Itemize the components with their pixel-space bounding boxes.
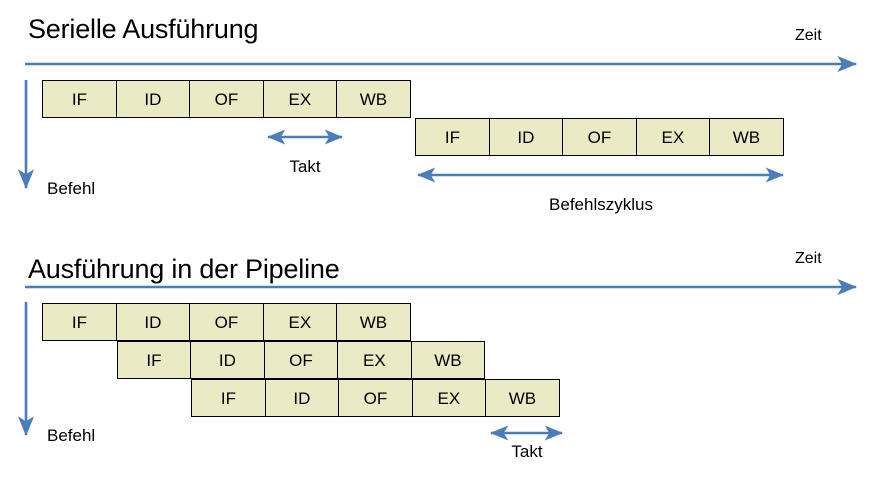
stage-box: IF bbox=[42, 303, 117, 341]
stage-box: WB bbox=[336, 303, 411, 341]
stage-box: EX bbox=[635, 118, 711, 156]
stage-box: ID bbox=[115, 80, 191, 118]
stage-box: IF bbox=[191, 379, 266, 417]
section-title-pipeline: Ausführung in der Pipeline bbox=[28, 254, 340, 284]
stage-box: OF bbox=[338, 379, 413, 417]
stage-box: ID bbox=[115, 303, 191, 341]
stage-box: WB bbox=[709, 118, 784, 156]
instruction-axis-label-pipeline: Befehl bbox=[47, 426, 96, 445]
stage-row-serial-1: IF ID OF EX WB bbox=[42, 80, 411, 118]
stage-box: IF bbox=[116, 341, 192, 379]
section-title-serial: Serielle Ausführung bbox=[28, 14, 259, 44]
stage-box: ID bbox=[264, 379, 340, 417]
stage-box: OF bbox=[562, 118, 637, 156]
stage-row-pipeline-3: IF ID OF EX WB bbox=[191, 379, 560, 417]
stage-box: EX bbox=[337, 341, 412, 379]
stage-box: IF bbox=[415, 118, 490, 156]
stage-row-serial-2: IF ID OF EX WB bbox=[415, 118, 784, 156]
stage-box: WB bbox=[485, 379, 560, 417]
section-serielle-ausfuehrung: Serielle Ausführung Zeit Befehl bbox=[0, 0, 887, 240]
stage-box: WB bbox=[336, 80, 411, 118]
stage-box: OF bbox=[263, 341, 339, 379]
stage-box: ID bbox=[488, 118, 564, 156]
clock-measure-label-serial: Takt bbox=[289, 157, 321, 176]
stage-box: EX bbox=[411, 379, 487, 417]
stage-box: OF bbox=[189, 303, 264, 341]
stage-box: EX bbox=[262, 80, 338, 118]
stage-box: WB bbox=[410, 341, 486, 379]
stage-box: EX bbox=[262, 303, 338, 341]
stage-row-pipeline-2: IF ID OF EX WB bbox=[116, 341, 486, 379]
time-axis-label-serial: Zeit bbox=[795, 27, 822, 44]
instruction-cycle-measure-label-serial: Befehlszyklus bbox=[549, 195, 653, 214]
time-axis-label-pipeline: Zeit bbox=[795, 250, 822, 267]
instruction-axis-label-serial: Befehl bbox=[47, 179, 96, 198]
stage-row-pipeline-1: IF ID OF EX WB bbox=[42, 303, 411, 341]
section-ausfuehrung-in-der-pipeline: Ausführung in der Pipeline Zeit Befehl bbox=[0, 240, 887, 483]
stage-box: IF bbox=[42, 80, 117, 118]
stage-box: ID bbox=[190, 341, 265, 379]
stage-box: OF bbox=[189, 80, 264, 118]
clock-measure-label-pipeline: Takt bbox=[511, 442, 543, 461]
